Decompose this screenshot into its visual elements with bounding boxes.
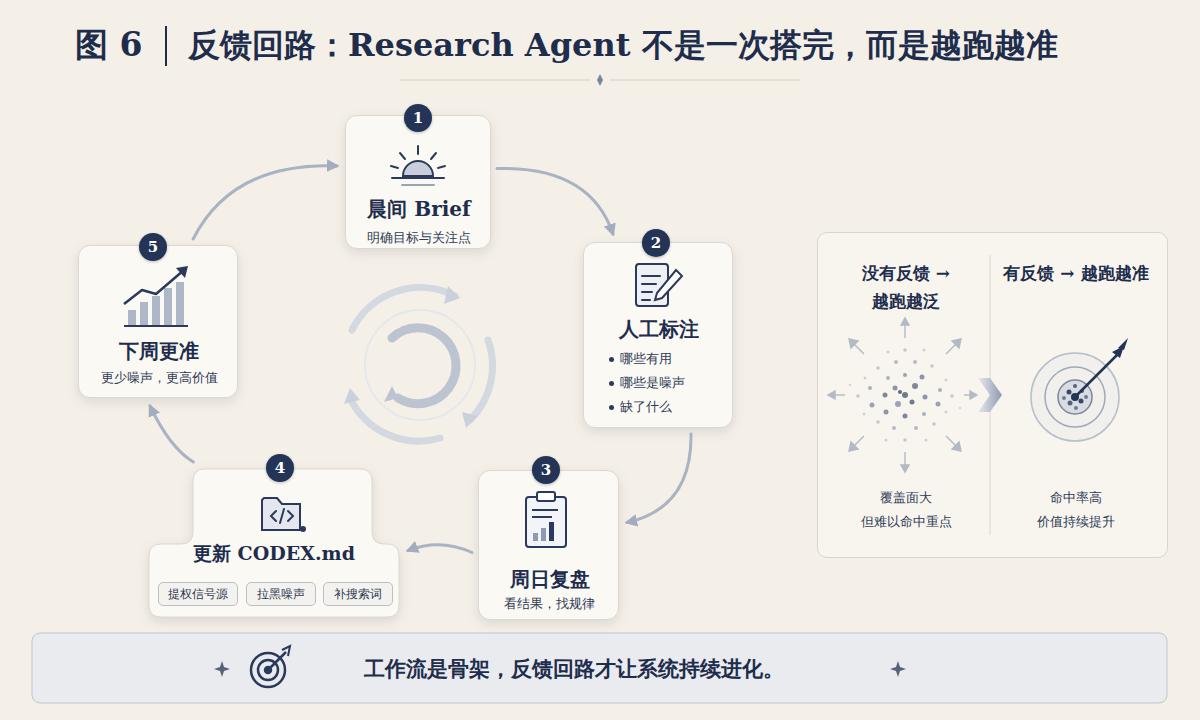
caption-band <box>32 633 1167 703</box>
callout-number: 3 <box>532 456 560 484</box>
node-title: 更新 CODEX.md <box>148 541 400 565</box>
figure-number: 图 6 <box>75 22 142 68</box>
node-title: 人工标注 <box>584 317 734 341</box>
bullet-dot <box>609 357 614 362</box>
action-tag: 补搜索词 <box>323 582 393 606</box>
folder-code-icon <box>262 498 306 532</box>
cycle-arrow <box>193 166 337 239</box>
action-tag: 拉黑噪声 <box>246 582 316 606</box>
node-title: 下周更准 <box>79 339 239 363</box>
sparkle-mark <box>890 661 906 677</box>
cycle-arrow <box>627 434 691 523</box>
caption-text: 工作流是骨架，反馈回路才让系统持续进化。 <box>364 655 784 683</box>
bullet-dot <box>609 381 614 386</box>
diagram-title: 反馈回路：Research Agent 不是一次搭完，而是越跑越准 <box>188 22 1058 68</box>
node-title: 晨间 Brief <box>346 197 492 221</box>
review-icon <box>526 492 566 547</box>
callout-number: 2 <box>642 229 670 257</box>
step-card: 晨间 Brief 明确目标与关注点 <box>345 115 491 249</box>
node-text: 有反馈 → 越跑越准 <box>1001 259 1151 287</box>
callout-number: 4 <box>266 454 294 482</box>
sparkle-mark <box>214 661 230 677</box>
cycle-arrow <box>150 406 193 462</box>
node-text: 明确目标与关注点 <box>346 230 492 246</box>
step-card: 更新 CODEX.md 提权信号源拉黑噪声补搜索词 <box>148 468 400 618</box>
node-text: 看结果，找规律 <box>479 596 620 612</box>
node-title: 拉黑噪声 <box>247 583 315 605</box>
action-tag: 提权信号源 <box>158 582 238 606</box>
cycle-arrow <box>408 545 472 553</box>
callout-number: 1 <box>404 104 432 132</box>
cycle-arrow <box>497 169 613 234</box>
node-text: 更少噪声，更高价值 <box>79 370 239 386</box>
node-text: 哪些有用 <box>620 351 730 367</box>
node-title: 没有反馈 → 越跑越泛 <box>831 259 981 315</box>
title-ornament <box>400 74 800 86</box>
node-title: 周日复盘 <box>479 567 620 591</box>
node-text: 覆盖面大 但难以命中重点 <box>846 486 966 534</box>
node-title: 提权信号源 <box>159 583 237 605</box>
cycle-symbol <box>344 286 493 441</box>
node-text: 哪些是噪声 <box>620 375 730 391</box>
node-title: 补搜索词 <box>324 583 392 605</box>
callout-number: 5 <box>139 233 167 261</box>
node-text: 缺了什么 <box>620 399 730 415</box>
bullet-dot <box>609 405 614 410</box>
title-separator <box>165 26 167 66</box>
node-text: 命中率高 价值持续提升 <box>1016 486 1136 534</box>
target-symbol <box>251 646 290 687</box>
